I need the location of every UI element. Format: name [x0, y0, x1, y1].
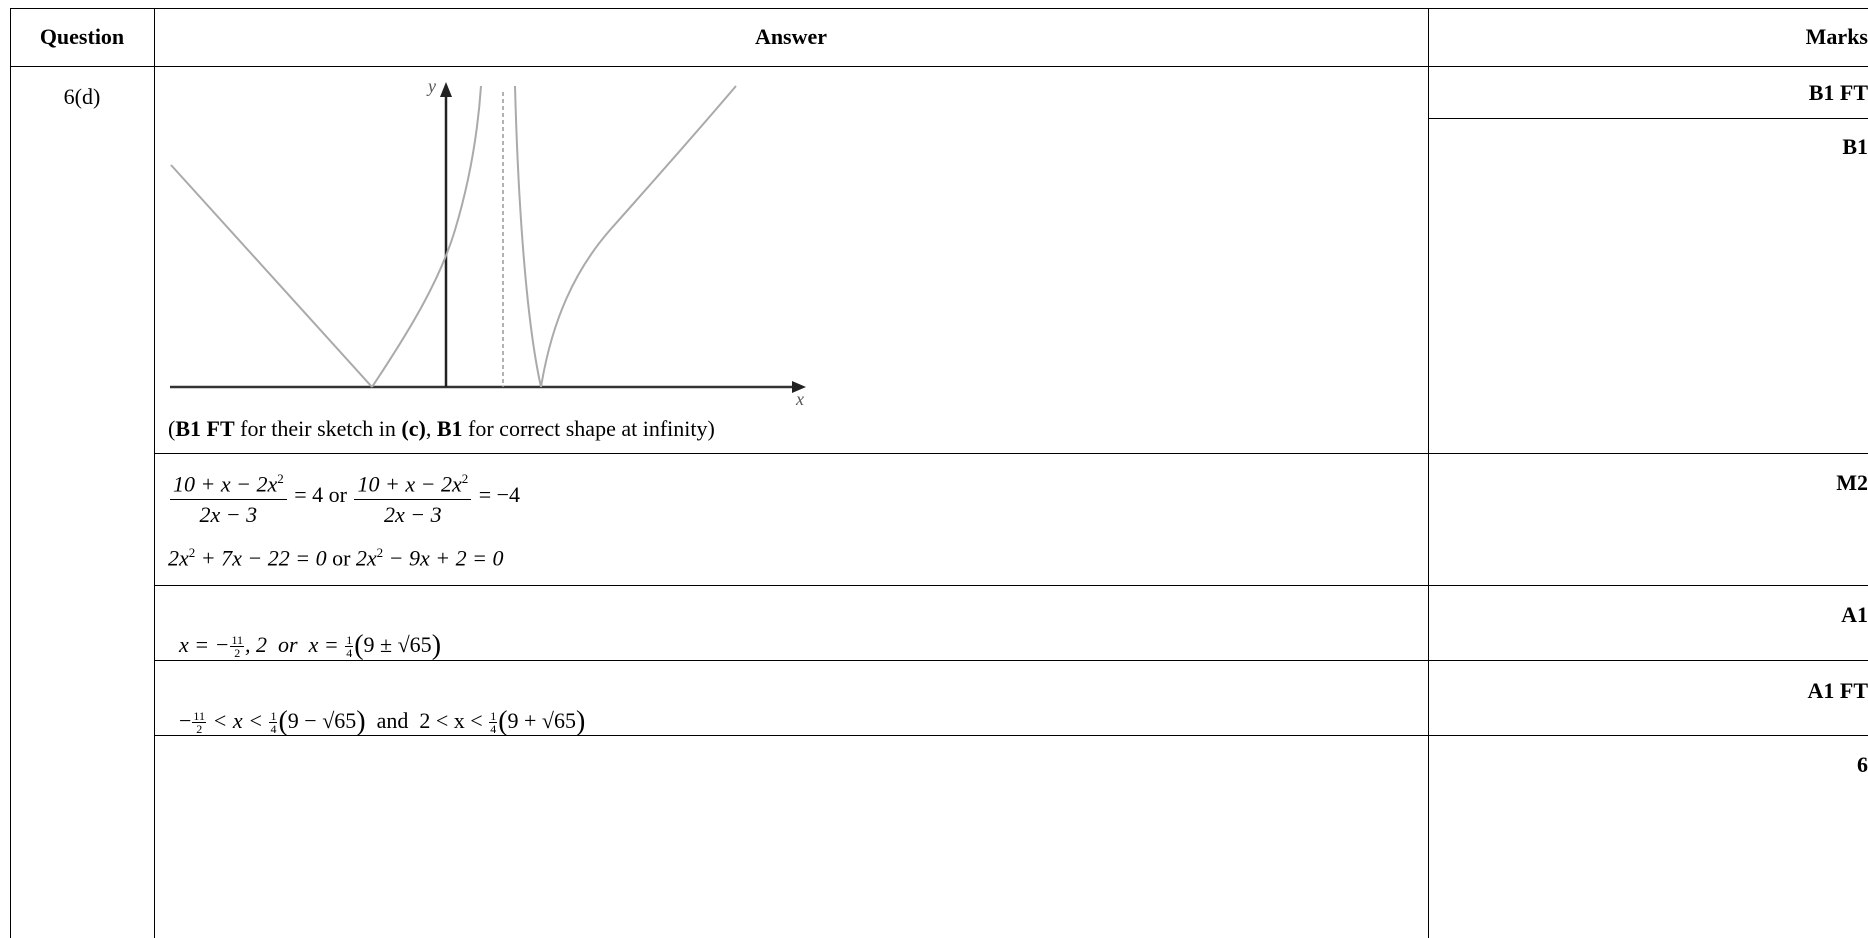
numerator-2: 10 + x − 2x: [357, 471, 462, 497]
quad1-b: + 7x − 22 = 0: [195, 545, 327, 571]
equals-neg-four: = −4: [473, 482, 521, 508]
marks-divider-1: [1428, 118, 1868, 119]
y-axis-arrow: [440, 82, 452, 97]
marks-column-border: [1428, 8, 1429, 938]
mark-a1ft: A1 FT: [1807, 678, 1868, 703]
header-marks: Marks: [1805, 24, 1868, 49]
denominator-2: 2x − 3: [384, 502, 442, 528]
quad1-a: 2x: [168, 545, 189, 571]
sol-inner: 9 ± √65: [363, 632, 432, 657]
quad2-b: − 9x + 2 = 0: [383, 545, 504, 571]
note-t2: ,: [425, 416, 437, 441]
left-branch-line: [170, 164, 373, 388]
header-answer: Answer: [754, 24, 828, 49]
note-c: (c): [401, 416, 426, 441]
table-left-border: [10, 8, 11, 938]
or-1: or: [323, 482, 353, 508]
row-divider-4: [154, 735, 1868, 736]
x-axis-label: x: [795, 389, 804, 409]
middle-branch-curve: [371, 85, 482, 388]
exponent-1: 2: [277, 471, 284, 486]
note-open: (: [168, 416, 176, 441]
mark-b1ft-sketch: B1 FT: [1808, 80, 1868, 105]
y-axis-label: y: [426, 76, 436, 96]
graph-sketch: y x: [170, 76, 806, 409]
table-top-border: [10, 8, 1868, 9]
ineq-and: and 2 < x <: [365, 708, 489, 733]
fraction-1: 10 + x − 2x2 2x − 3: [170, 466, 287, 528]
ineq-inner-1: 9 − √65: [287, 708, 357, 733]
mark-a1: A1: [1841, 602, 1868, 627]
sol-mid: , 2 or x =: [245, 632, 345, 657]
question-number: 6(d): [63, 84, 101, 109]
quad2-exp: 2: [376, 545, 384, 560]
header-question: Question: [39, 24, 125, 49]
quad1-exp: 2: [188, 545, 196, 560]
x-axis-arrow: [792, 381, 806, 393]
ineq-inner-2: 9 + √65: [507, 708, 576, 733]
question-column-border: [154, 8, 155, 938]
fraction-2: 10 + x − 2x2 2x − 3: [354, 466, 472, 528]
note-t3: for correct shape at infinity): [462, 416, 715, 441]
right-branch-descending: [514, 85, 542, 388]
numerator-1: 10 + x − 2x: [173, 471, 278, 497]
or-2: or: [326, 545, 356, 571]
denominator-1: 2x − 3: [199, 502, 258, 528]
row-divider-1: [154, 453, 1868, 454]
exponent-2: 2: [461, 471, 469, 486]
right-branch-rising: [540, 85, 737, 388]
note-b1: B1: [436, 416, 463, 441]
equation-line-2: 2x2 + 7x − 22 = 0 or 2x2 − 9x + 2 = 0: [168, 545, 503, 571]
note-t1: for their sketch in: [234, 416, 402, 441]
note-b1ft: B1 FT: [175, 416, 235, 441]
sketch-note: (B1 FT for their sketch in (c), B1 for c…: [168, 416, 715, 442]
mark-b1-shape: B1: [1842, 134, 1868, 159]
sol-lhs: x = −: [179, 632, 230, 657]
row-divider-2: [154, 585, 1868, 586]
quad2-a: 2x: [355, 545, 377, 571]
equals-four: = 4: [288, 482, 324, 508]
row-divider-3: [154, 660, 1868, 661]
mark-total: 6: [1857, 752, 1868, 777]
equation-line-1: 10 + x − 2x2 2x − 3 = 4 or 10 + x − 2x2 …: [168, 466, 520, 528]
mark-m2: M2: [1836, 470, 1868, 495]
header-bottom-border: [10, 66, 1868, 67]
